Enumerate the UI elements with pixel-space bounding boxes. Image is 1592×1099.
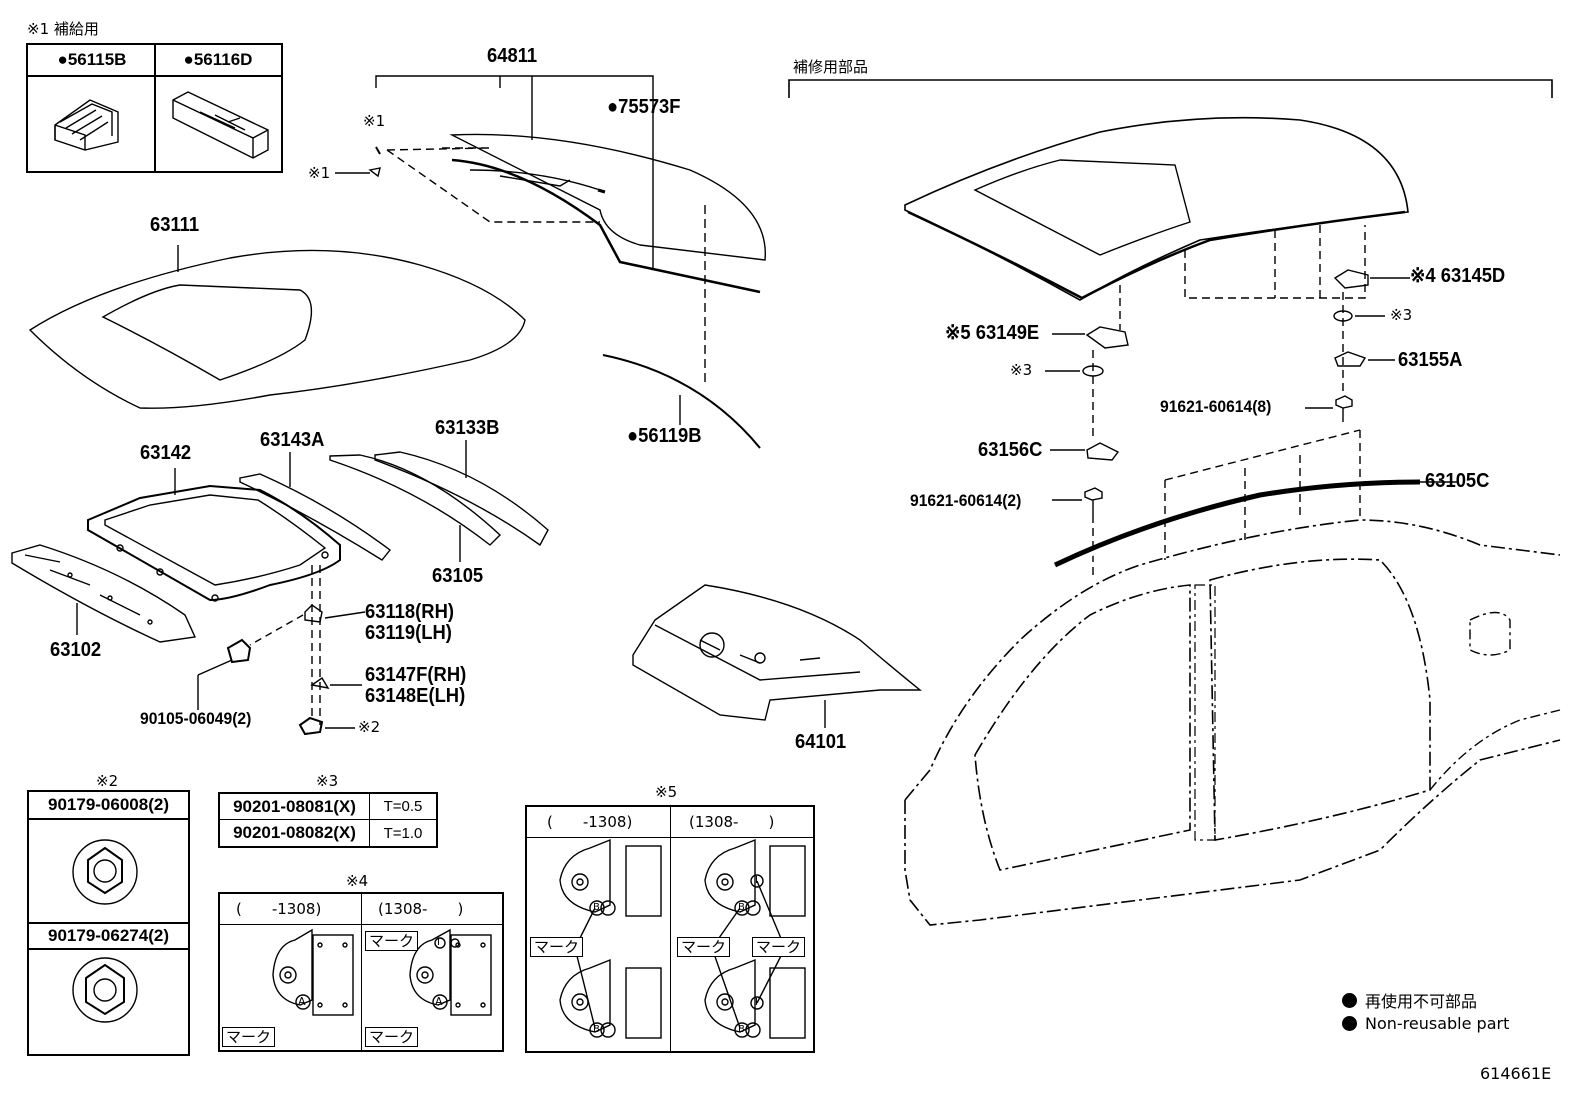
note5-drawings bbox=[559, 838, 806, 1039]
label-63105: 63105 bbox=[432, 565, 484, 587]
note3-thick1: T=0.5 bbox=[370, 794, 436, 820]
legend-ja-text: 再使用不可部品 bbox=[1365, 992, 1478, 1011]
label-note2: ※2 bbox=[358, 718, 381, 736]
legend-en-text: Non-reusable part bbox=[1365, 1014, 1510, 1033]
note5-symbol-b-4: B bbox=[738, 1024, 745, 1035]
note5-symbol-b-2: B bbox=[593, 1024, 600, 1035]
label-63147f: 63147F(RH) bbox=[365, 664, 467, 686]
note4-col1: ( -1308) bbox=[236, 900, 322, 918]
note4-mark-right-top: マーク bbox=[365, 931, 419, 951]
note5-symbol-b-3: B bbox=[738, 902, 745, 913]
label-56119b: ●56119B bbox=[627, 425, 702, 447]
roof-panel-repair-drawing bbox=[904, 116, 1409, 330]
label-63148e: 63148E(LH) bbox=[365, 685, 466, 707]
label-63145d: ※4 63145D bbox=[1410, 265, 1506, 287]
label-90105: 90105-06049(2) bbox=[140, 709, 252, 728]
note2-nut-drawings bbox=[72, 839, 138, 1023]
rail-63105c-drawing bbox=[1053, 429, 1458, 569]
note2-title: ※2 bbox=[96, 772, 119, 790]
strip-56116d-drawing bbox=[172, 91, 269, 159]
note5-mark-left: マーク bbox=[530, 937, 584, 957]
legend-en: Non-reusable part bbox=[1342, 1014, 1509, 1033]
figure-id: 614661E bbox=[1480, 1064, 1552, 1083]
bullet-icon bbox=[1342, 1016, 1357, 1031]
note3-table: 90201-08081(X) T=0.5 90201-08082(X) T=1.… bbox=[218, 792, 438, 848]
roof-panel-63111-drawing bbox=[28, 245, 526, 409]
note3-part1: 90201-08081(X) bbox=[220, 794, 370, 820]
label-63118: 63118(RH) bbox=[365, 601, 454, 623]
note5-title: ※5 bbox=[655, 783, 678, 801]
label-note1-a: ※1 bbox=[363, 112, 386, 130]
label-75573f: ●75573F bbox=[607, 96, 681, 118]
note4-mark-right-bottom: マーク bbox=[365, 1027, 419, 1047]
label-63119: 63119(LH) bbox=[365, 622, 452, 644]
note5-col2: (1308- ) bbox=[689, 813, 775, 831]
body-side-drawing bbox=[904, 519, 1561, 926]
note4-table: ( -1308) (1308- ) bbox=[218, 892, 504, 1052]
note3-title: ※3 bbox=[316, 772, 339, 790]
note5-symbol-b-1: B bbox=[593, 902, 600, 913]
note5-symbol-i-2: I bbox=[755, 997, 758, 1008]
header-panel-63102-drawing bbox=[11, 544, 197, 643]
note2-row2: 90179-06274(2) bbox=[29, 922, 188, 950]
label-note3-left: ※3 bbox=[1010, 361, 1033, 379]
repair-fasteners-drawing bbox=[1045, 269, 1410, 580]
label-note3-right: ※3 bbox=[1390, 306, 1413, 324]
label-64811: 64811 bbox=[487, 45, 538, 67]
repair-title: 補修用部品 bbox=[793, 58, 869, 76]
note4-drawings bbox=[272, 928, 492, 1016]
label-63142: 63142 bbox=[140, 442, 192, 464]
legend-ja: 再使用不可部品 bbox=[1342, 988, 1477, 1012]
supply-part-56115b: ●56115B bbox=[57, 50, 127, 69]
roof-frame-63142-drawing bbox=[87, 468, 341, 602]
note5-symbol-i-1: I bbox=[755, 875, 758, 886]
rail-63133b-drawing bbox=[329, 440, 549, 562]
clip-56115b-drawing bbox=[54, 99, 119, 151]
label-63111: 63111 bbox=[150, 214, 200, 236]
label-91621-8: 91621-60614(8) bbox=[1160, 397, 1272, 416]
note5-mark-right-b: マーク bbox=[752, 937, 806, 957]
supply-part-56116d: ●56116D bbox=[183, 50, 253, 69]
note2-row1: 90179-06008(2) bbox=[29, 792, 188, 820]
label-63102: 63102 bbox=[50, 639, 102, 661]
note3-part2: 90201-08082(X) bbox=[220, 820, 370, 846]
glass-64811-drawing bbox=[335, 75, 766, 385]
label-note1-b: ※1 bbox=[308, 164, 331, 182]
note2-table: 90179-06008(2) 90179-06274(2) bbox=[27, 790, 190, 1056]
molding-56119b-drawing bbox=[602, 354, 761, 449]
bracket-and-fasteners-drawing bbox=[197, 565, 366, 736]
label-63155a: 63155A bbox=[1398, 349, 1463, 371]
label-63105c: 63105C bbox=[1425, 470, 1490, 492]
label-63156c: 63156C bbox=[978, 439, 1043, 461]
note5-col1: ( -1308) bbox=[547, 813, 633, 831]
note4-mark-left: マーク bbox=[222, 1027, 276, 1047]
note3-thick2: T=1.0 bbox=[383, 824, 423, 842]
note4-symbol-i: I bbox=[437, 937, 440, 948]
bullet-icon bbox=[1342, 992, 1357, 1008]
note4-col2: (1308- ) bbox=[378, 900, 464, 918]
note4-symbol-a-right: A bbox=[435, 995, 443, 1008]
note4-symbol-a-left: A bbox=[298, 995, 306, 1008]
label-91621-2: 91621-60614(2) bbox=[910, 491, 1022, 510]
repair-bracket-line bbox=[788, 79, 1553, 98]
label-63133b: 63133B bbox=[435, 417, 500, 439]
supply-parts-box bbox=[26, 43, 283, 173]
note5-mark-right-a: マーク bbox=[677, 937, 731, 957]
rear-panel-64101-drawing bbox=[632, 584, 922, 728]
note4-title: ※4 bbox=[346, 872, 369, 890]
note5-table: ( -1308) (1308- ) bbox=[525, 805, 815, 1053]
label-64101: 64101 bbox=[795, 731, 847, 753]
label-63149e: ※5 63149E bbox=[945, 322, 1040, 344]
label-63143a: 63143A bbox=[260, 429, 325, 451]
rail-63143a-drawing bbox=[239, 452, 391, 561]
supply-note: ※1 補給用 bbox=[27, 20, 99, 38]
